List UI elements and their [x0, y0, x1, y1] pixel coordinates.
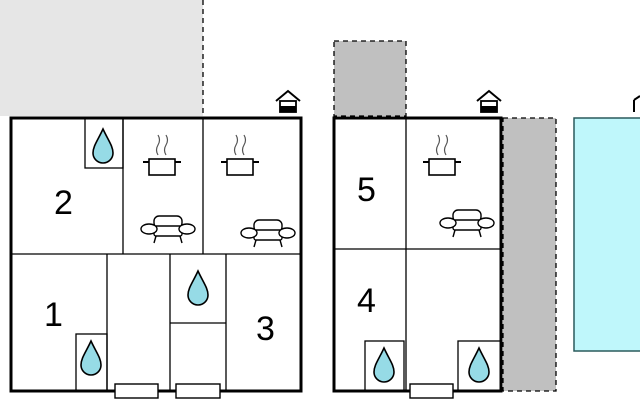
terrace-top-mid — [333, 40, 407, 117]
room-number: 3 — [256, 310, 275, 348]
room-number: 1 — [44, 296, 63, 334]
house-icon — [633, 95, 640, 112]
terrace-right — [502, 117, 557, 392]
pool — [573, 117, 640, 352]
house-icon — [275, 90, 301, 113]
room-number: 5 — [357, 171, 376, 209]
room-number: 2 — [54, 184, 73, 222]
window-icon — [409, 383, 454, 399]
window-icon — [175, 383, 221, 399]
terrace-top-left — [0, 0, 203, 116]
room-number: 4 — [357, 282, 376, 320]
building-b — [332, 116, 503, 393]
window-icon — [114, 383, 159, 399]
house-icon — [476, 90, 502, 113]
